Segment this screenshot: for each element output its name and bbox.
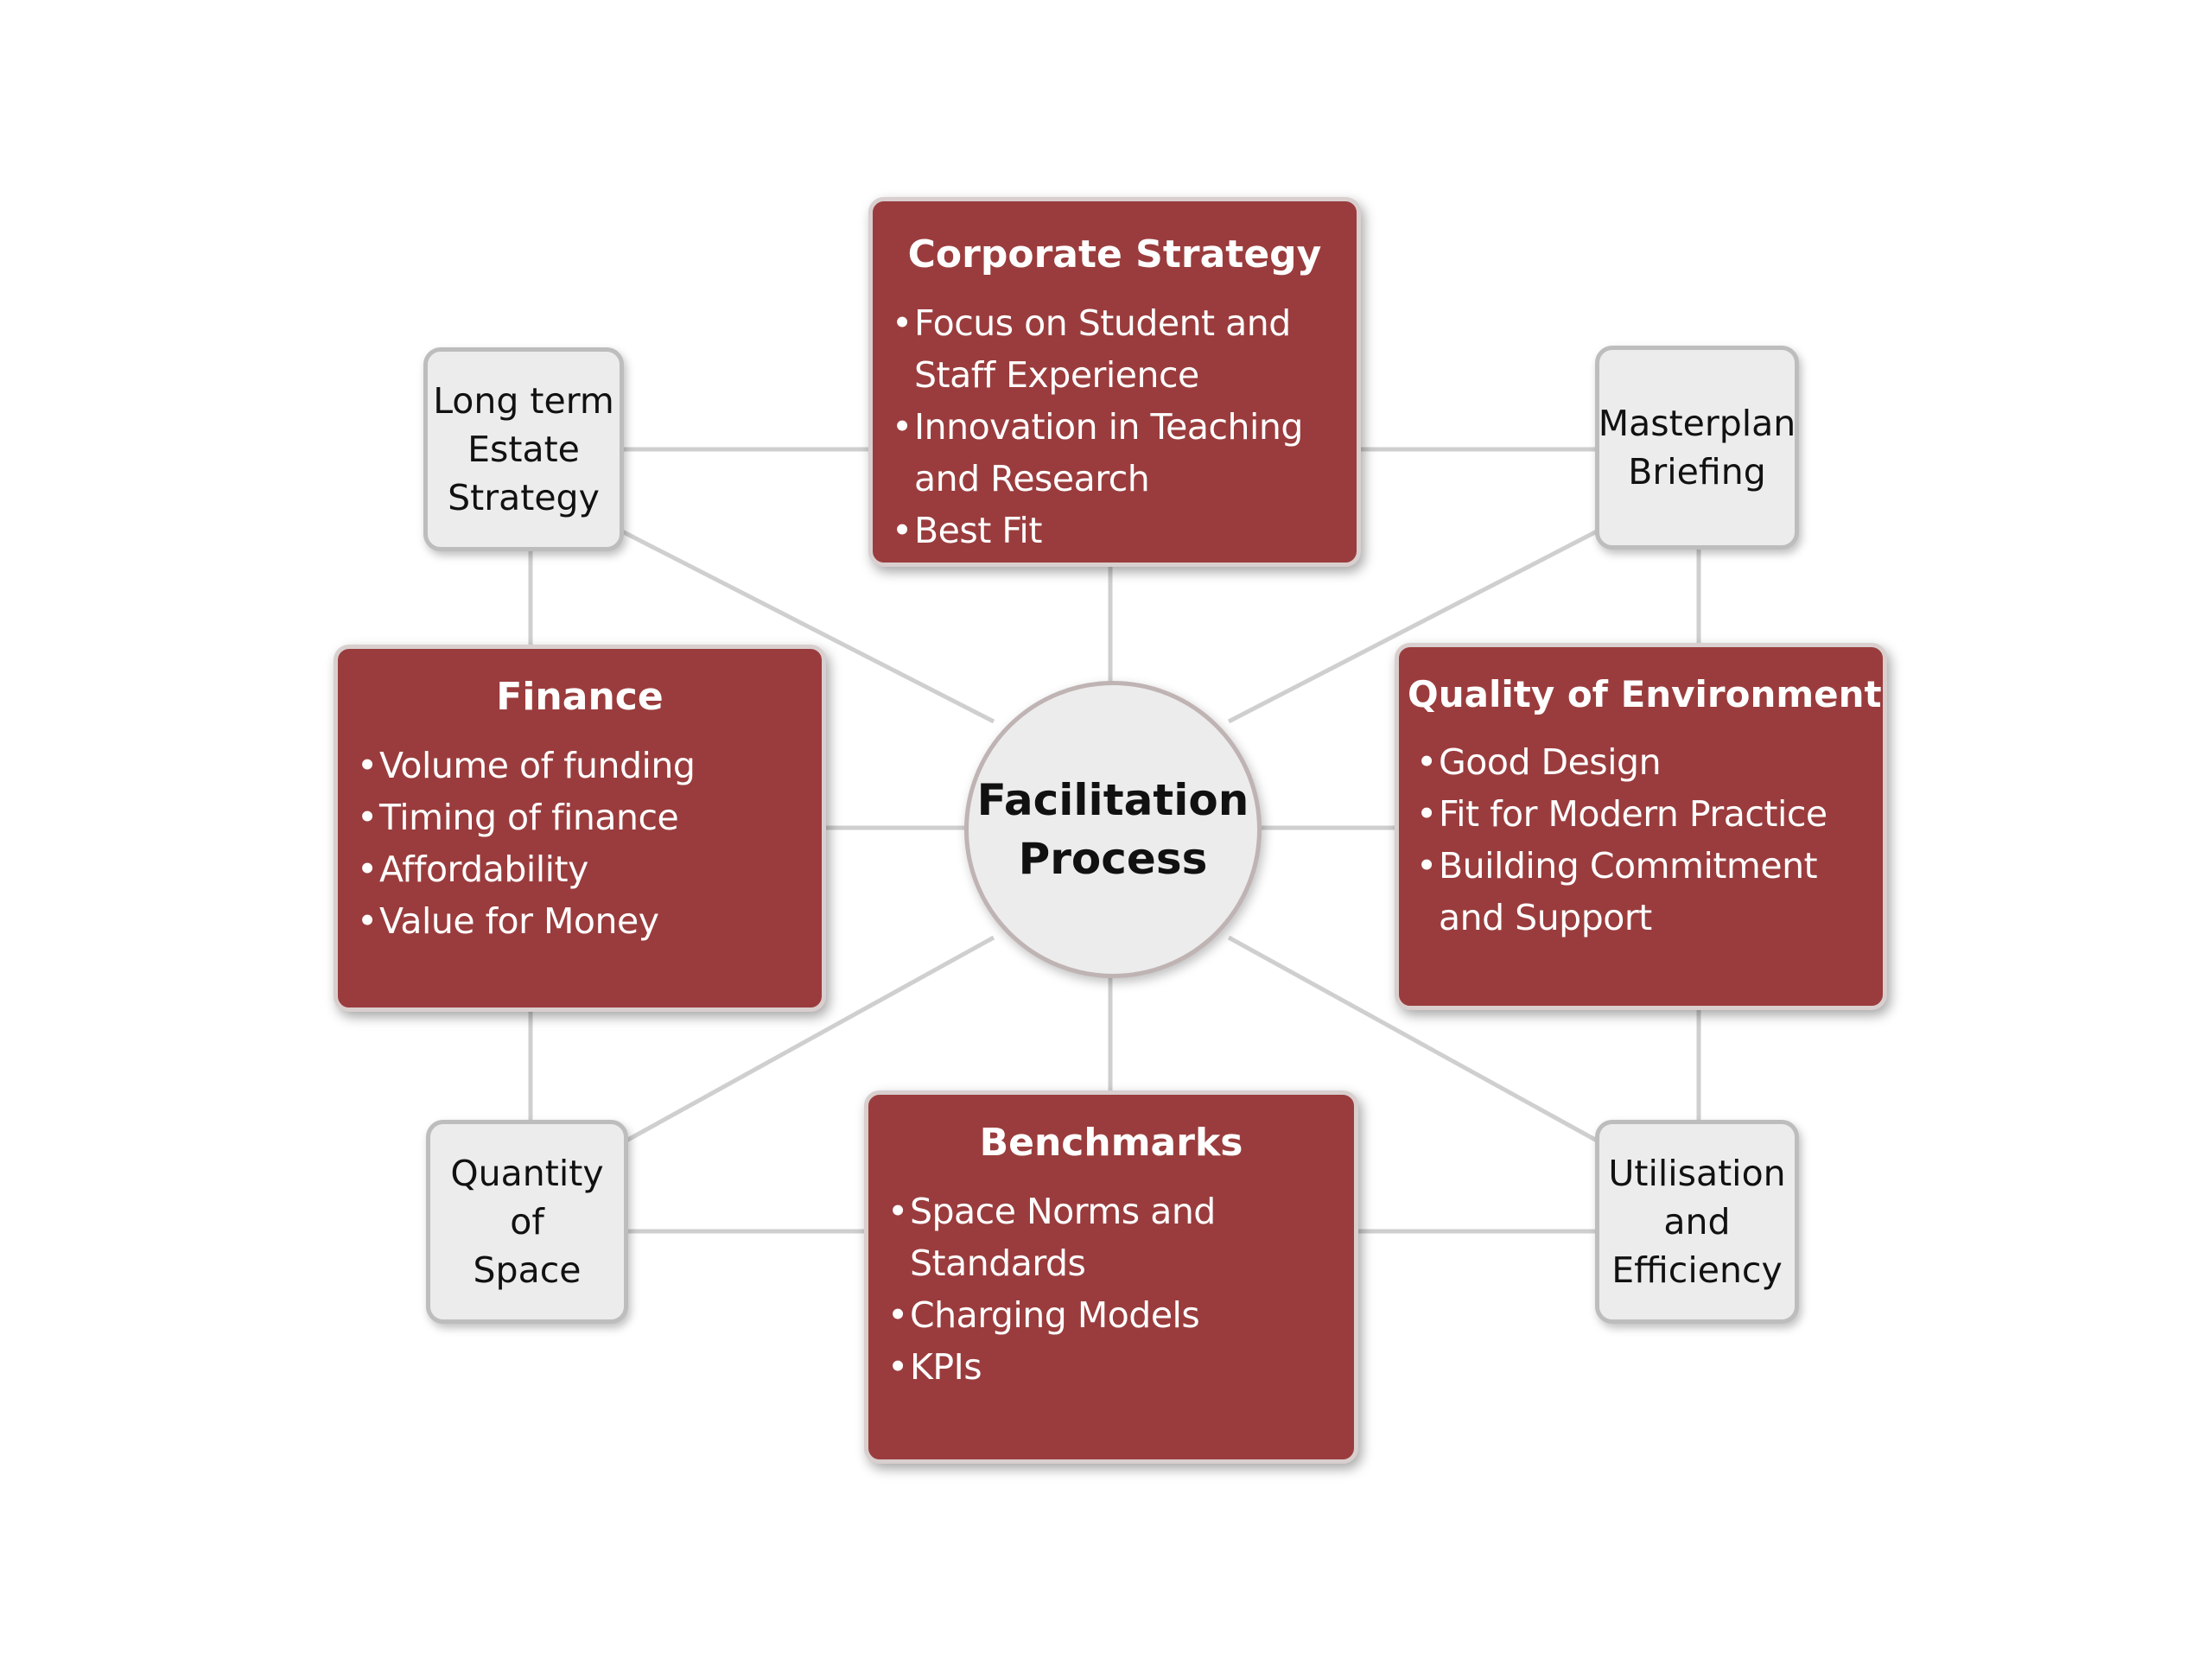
utilisation-and-efficiency-line-1: Utilisation bbox=[1608, 1153, 1786, 1194]
long-term-estate-strategy-line-3: Strategy bbox=[448, 477, 600, 518]
finance-box: Finance Volume of funding Timing of fina… bbox=[334, 645, 826, 1012]
quality-of-environment-item: Building Commitment and Support bbox=[1413, 840, 1874, 944]
long-term-estate-strategy-line-1: Long term bbox=[433, 380, 614, 422]
utilisation-and-efficiency-line-2: and bbox=[1663, 1201, 1731, 1243]
corporate-strategy-item: Best Fit bbox=[888, 505, 1341, 556]
masterplan-briefing-box: Masterplan Briefing bbox=[1595, 346, 1799, 550]
benchmarks-item: KPIs bbox=[884, 1341, 1338, 1393]
long-term-estate-strategy-box: Long term Estate Strategy bbox=[423, 347, 624, 551]
connector-long-term-to-center bbox=[620, 529, 995, 724]
masterplan-briefing-line-2: Briefing bbox=[1628, 451, 1766, 493]
facilitation-process-circle: Facilitation Process bbox=[964, 681, 1262, 978]
corporate-strategy-box: Corporate Strategy Focus on Student and … bbox=[868, 197, 1361, 567]
quantity-of-space-line-1: Quantity bbox=[450, 1153, 604, 1194]
connector-quantity-to-center bbox=[625, 935, 995, 1143]
quality-of-environment-box: Quality of Environment Good Design Fit f… bbox=[1395, 643, 1887, 1010]
connector-utilisation-to-center bbox=[1227, 935, 1599, 1143]
center-label-line-1: Facilitation bbox=[976, 775, 1249, 825]
quantity-of-space-line-3: Space bbox=[473, 1249, 582, 1291]
connector-masterplan-to-center bbox=[1227, 529, 1599, 724]
benchmarks-list: Space Norms and Standards Charging Model… bbox=[884, 1185, 1338, 1393]
masterplan-briefing-line-1: Masterplan bbox=[1598, 403, 1796, 444]
finance-item: Affordability bbox=[353, 843, 806, 895]
finance-list: Volume of funding Timing of finance Affo… bbox=[353, 740, 806, 947]
quality-of-environment-item: Good Design bbox=[1413, 736, 1874, 788]
quantity-of-space-box: Quantity of Space bbox=[426, 1120, 628, 1324]
finance-item: Timing of finance bbox=[353, 791, 806, 843]
center-label-line-2: Process bbox=[1018, 834, 1208, 884]
benchmarks-item: Space Norms and Standards bbox=[884, 1185, 1338, 1289]
quality-of-environment-title: Quality of Environment bbox=[1408, 673, 1882, 715]
corporate-strategy-list: Focus on Student and Staff Experience In… bbox=[888, 297, 1341, 556]
corporate-strategy-title: Corporate Strategy bbox=[907, 232, 1322, 276]
finance-item: Value for Money bbox=[353, 895, 806, 947]
finance-title: Finance bbox=[496, 675, 664, 719]
quality-of-environment-list: Good Design Fit for Modern Practice Buil… bbox=[1408, 736, 1874, 944]
utilisation-and-efficiency-line-3: Efficiency bbox=[1611, 1249, 1783, 1291]
corporate-strategy-item: Focus on Student and Staff Experience bbox=[888, 297, 1341, 401]
quality-of-environment-item: Fit for Modern Practice bbox=[1413, 788, 1874, 840]
corporate-strategy-item: Innovation in Teaching and Research bbox=[888, 401, 1341, 505]
finance-item: Volume of funding bbox=[353, 740, 806, 791]
benchmarks-box: Benchmarks Space Norms and Standards Cha… bbox=[864, 1090, 1358, 1464]
benchmarks-title: Benchmarks bbox=[979, 1121, 1243, 1165]
long-term-estate-strategy-line-2: Estate bbox=[467, 429, 580, 470]
utilisation-and-efficiency-box: Utilisation and Efficiency bbox=[1595, 1120, 1799, 1324]
quantity-of-space-line-2: of bbox=[510, 1201, 544, 1243]
benchmarks-item: Charging Models bbox=[884, 1289, 1338, 1341]
